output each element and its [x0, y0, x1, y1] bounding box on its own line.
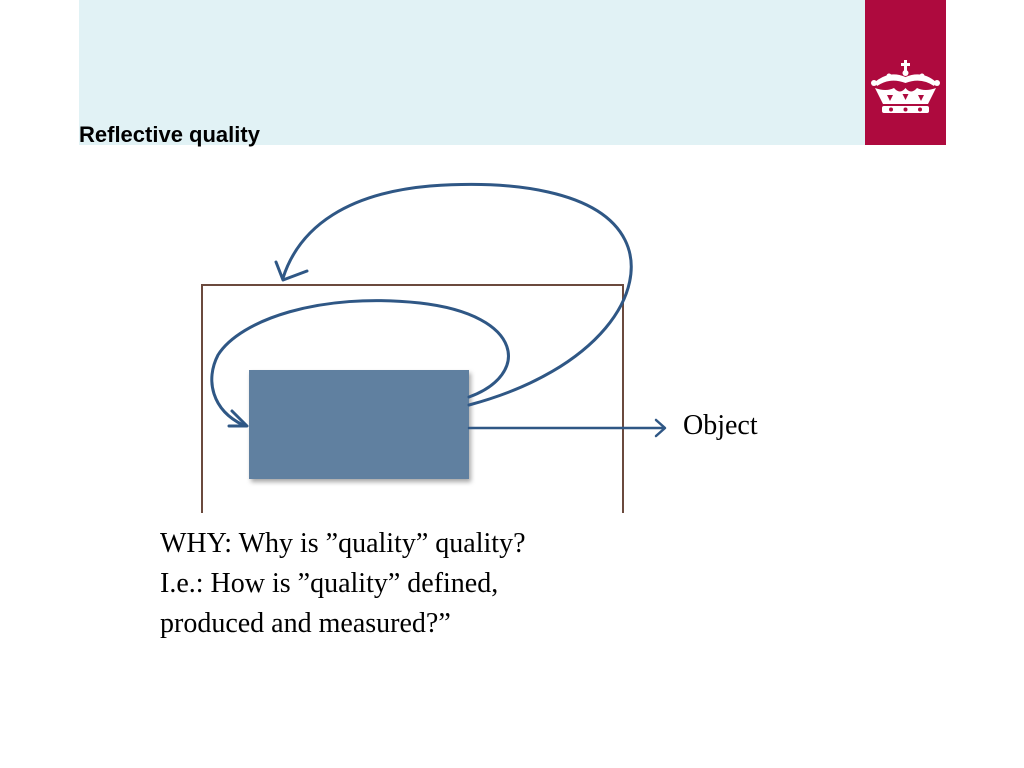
body-line: produced and measured?”	[160, 608, 451, 639]
body-line: WHY: Why is ”quality” quality?	[160, 528, 526, 559]
outer-loop-arrow	[281, 182, 633, 407]
header-band	[79, 0, 865, 145]
crown-icon	[871, 60, 940, 113]
body-text: WHY: Why is ”quality” quality? I.e.: How…	[160, 524, 680, 644]
output-arrowhead	[654, 418, 667, 438]
logo	[865, 0, 946, 145]
inner-loop-arrow	[210, 299, 510, 427]
outer-frame	[201, 284, 624, 513]
outer-loop-arrowhead	[274, 260, 309, 282]
inner-loop-arrowhead	[227, 409, 249, 428]
inner-box	[249, 370, 469, 479]
body-line: I.e.: How is ”quality” defined,	[160, 568, 499, 599]
object-label: Object	[683, 410, 758, 441]
slide-title: Reflective quality	[79, 122, 260, 147]
